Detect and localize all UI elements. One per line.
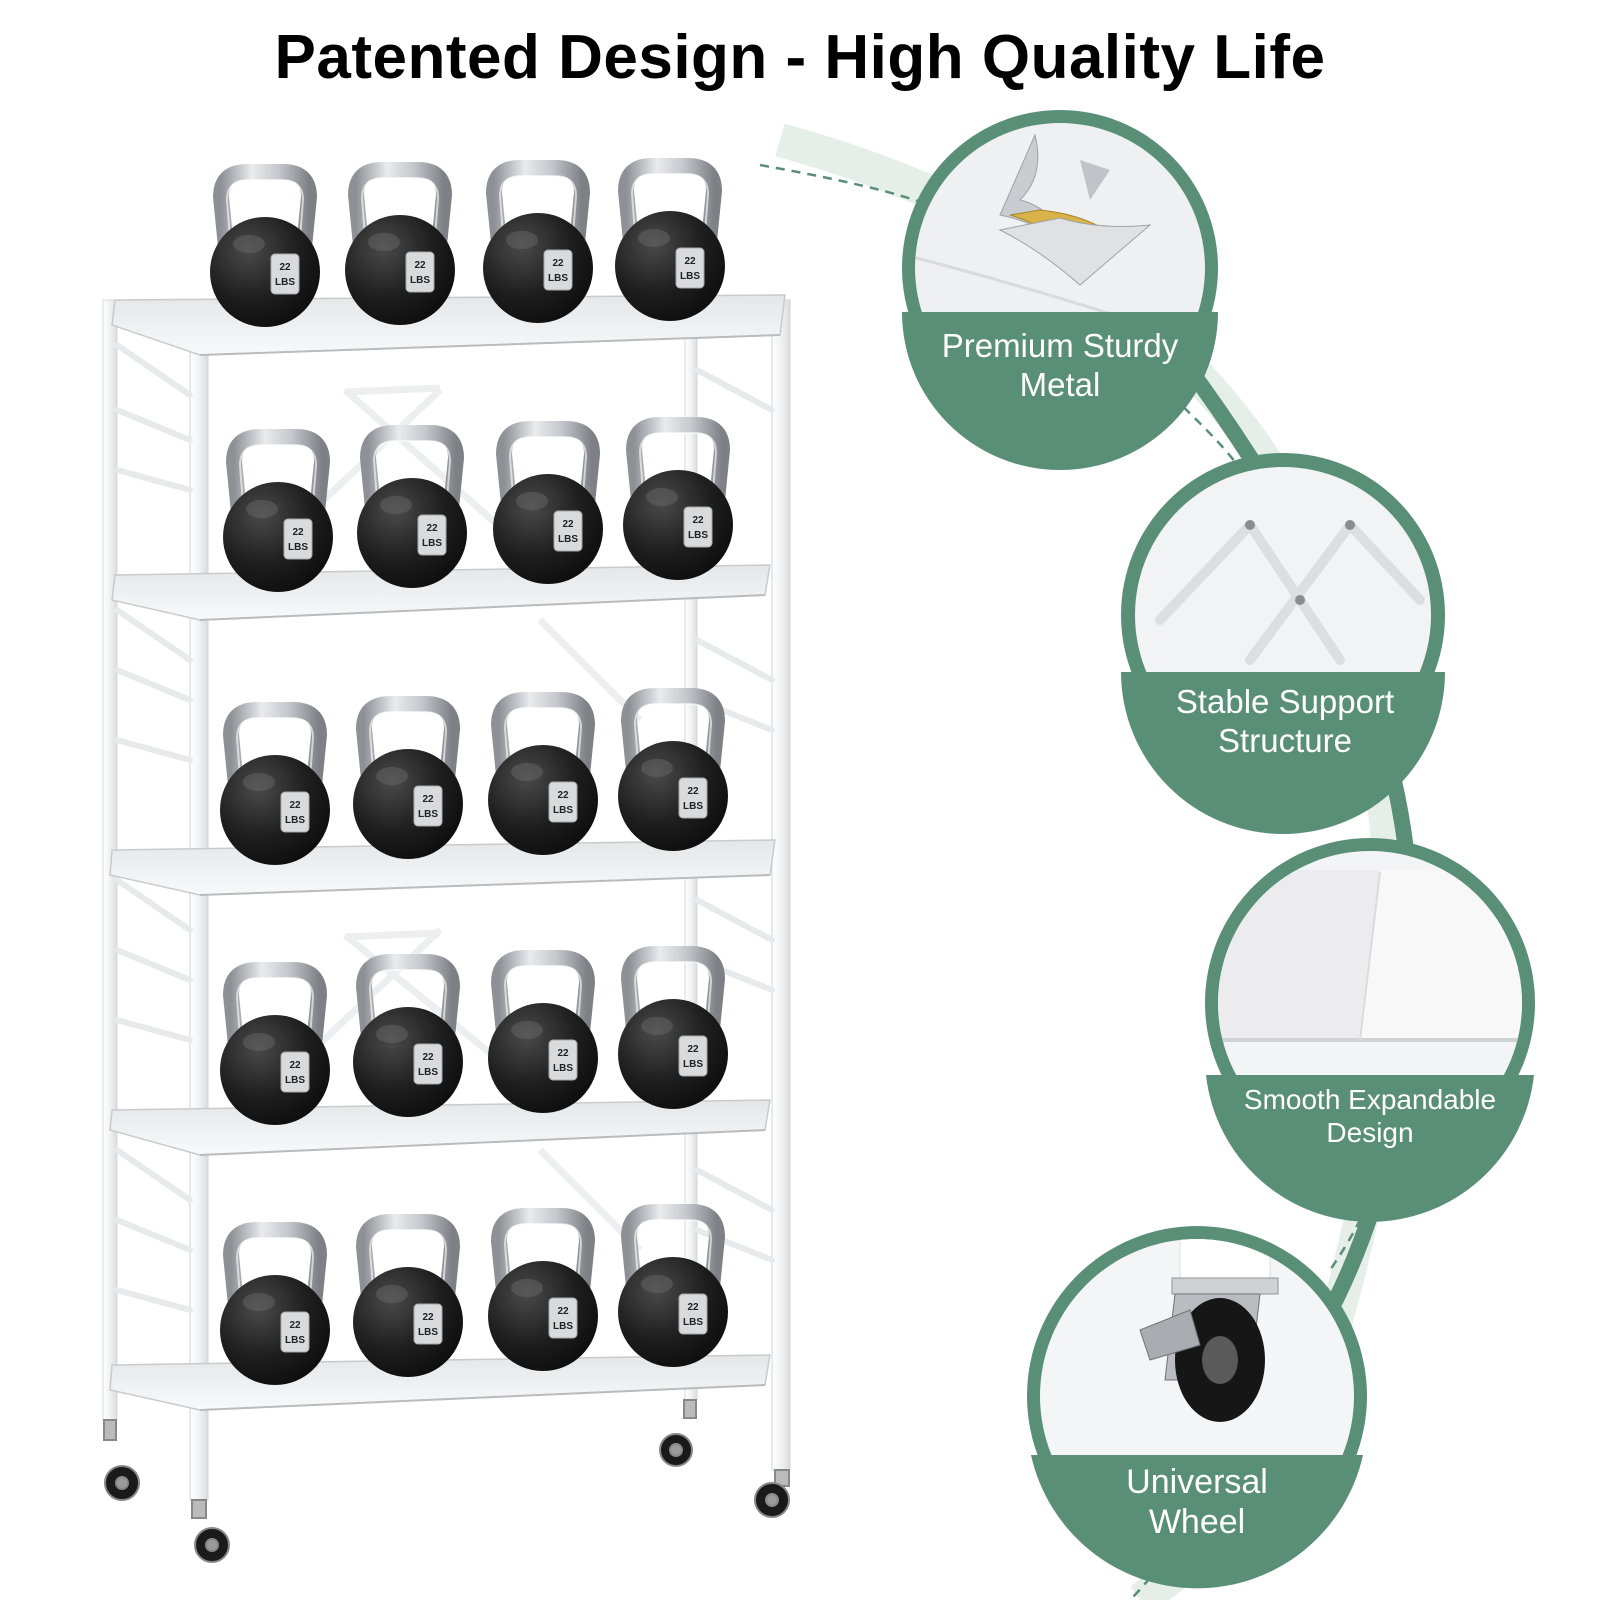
kettlebell-unit-label: LBS bbox=[410, 275, 430, 286]
kettlebell-weight-label: 22 bbox=[687, 786, 699, 797]
kettlebell-weight-label: 22 bbox=[552, 258, 564, 269]
kettlebell-unit-label: LBS bbox=[688, 530, 708, 541]
kettlebell-weight-label: 22 bbox=[562, 519, 574, 530]
feature-line1: Stable Support bbox=[1175, 683, 1395, 720]
kettlebell-weight-label: 22 bbox=[289, 1060, 301, 1071]
kettlebell-unit-label: LBS bbox=[553, 1063, 573, 1074]
feature-line2: Wheel bbox=[1148, 1503, 1246, 1542]
kettlebell-weight-label: 22 bbox=[414, 260, 426, 271]
kettlebell-weight-label: 22 bbox=[687, 1044, 699, 1055]
feature-line1: Universal bbox=[1126, 1463, 1268, 1501]
kettlebell-unit-label: LBS bbox=[422, 538, 442, 549]
kettlebell-unit-label: LBS bbox=[418, 1067, 438, 1078]
page-title: Patented Design - High Quality Life bbox=[274, 23, 1326, 92]
kettlebell-unit-label: LBS bbox=[683, 1317, 703, 1328]
kettlebell-unit-label: LBS bbox=[548, 273, 568, 284]
kettlebell-weight-label: 22 bbox=[687, 1302, 699, 1313]
feature-label-expand: Smooth Expandable Design bbox=[1210, 1083, 1530, 1149]
rack-caster-wheels bbox=[103, 1399, 790, 1563]
kettlebell-unit-label: LBS bbox=[275, 277, 295, 288]
feature-line2: Metal bbox=[1019, 365, 1101, 403]
kettlebell-weight-label: 22 bbox=[692, 515, 704, 526]
kettlebell-weight-label: 22 bbox=[426, 523, 438, 534]
feature-label-support: Stable Support Structure bbox=[1125, 683, 1445, 761]
kettlebell-unit-label: LBS bbox=[553, 805, 573, 816]
callout-stable-support bbox=[1121, 453, 1445, 834]
kettlebell-unit-label: LBS bbox=[683, 801, 703, 812]
feature-line2: Design bbox=[1326, 1117, 1414, 1149]
kettlebell-group: 22LBS22LBS22LBS22LBS22LBS22LBS22LBS22LBS… bbox=[210, 158, 733, 1385]
kettlebell-unit-label: LBS bbox=[285, 1335, 305, 1346]
kettlebell-weight-label: 22 bbox=[557, 790, 569, 801]
kettlebell-unit-label: LBS bbox=[418, 809, 438, 820]
kettlebell-unit-label: LBS bbox=[558, 534, 578, 545]
kettlebell-weight-label: 22 bbox=[422, 1312, 434, 1323]
kettlebell-weight-label: 22 bbox=[557, 1306, 569, 1317]
kettlebell-unit-label: LBS bbox=[418, 1327, 438, 1338]
kettlebell-unit-label: LBS bbox=[288, 542, 308, 553]
callout-smooth-expandable bbox=[1205, 838, 1535, 1222]
kettlebell-weight-label: 22 bbox=[422, 794, 434, 805]
kettlebell-weight-label: 22 bbox=[684, 256, 696, 267]
kettlebell-weight-label: 22 bbox=[292, 527, 304, 538]
kettlebell-unit-label: LBS bbox=[680, 271, 700, 282]
callout-universal-wheel bbox=[1027, 1226, 1367, 1589]
kettlebell-unit-label: LBS bbox=[683, 1059, 703, 1070]
feature-label-wheel: Universal Wheel bbox=[1037, 1462, 1357, 1542]
callout-premium-metal bbox=[902, 110, 1218, 470]
feature-line1: Premium Sturdy bbox=[941, 327, 1179, 364]
kettlebell-unit-label: LBS bbox=[285, 1075, 305, 1086]
kettlebell-weight-label: 22 bbox=[289, 800, 301, 811]
kettlebell-weight-label: 22 bbox=[279, 262, 291, 273]
feature-label-metal: Premium Sturdy Metal bbox=[905, 327, 1215, 405]
kettlebell-weight-label: 22 bbox=[289, 1320, 301, 1331]
kettlebell-weight-label: 22 bbox=[422, 1052, 434, 1063]
feature-line1: Smooth Expandable bbox=[1243, 1084, 1497, 1115]
kettlebell-unit-label: LBS bbox=[553, 1321, 573, 1332]
kettlebell-weight-label: 22 bbox=[557, 1048, 569, 1059]
feature-line2: Structure bbox=[1218, 721, 1352, 759]
kettlebell-unit-label: LBS bbox=[285, 815, 305, 826]
